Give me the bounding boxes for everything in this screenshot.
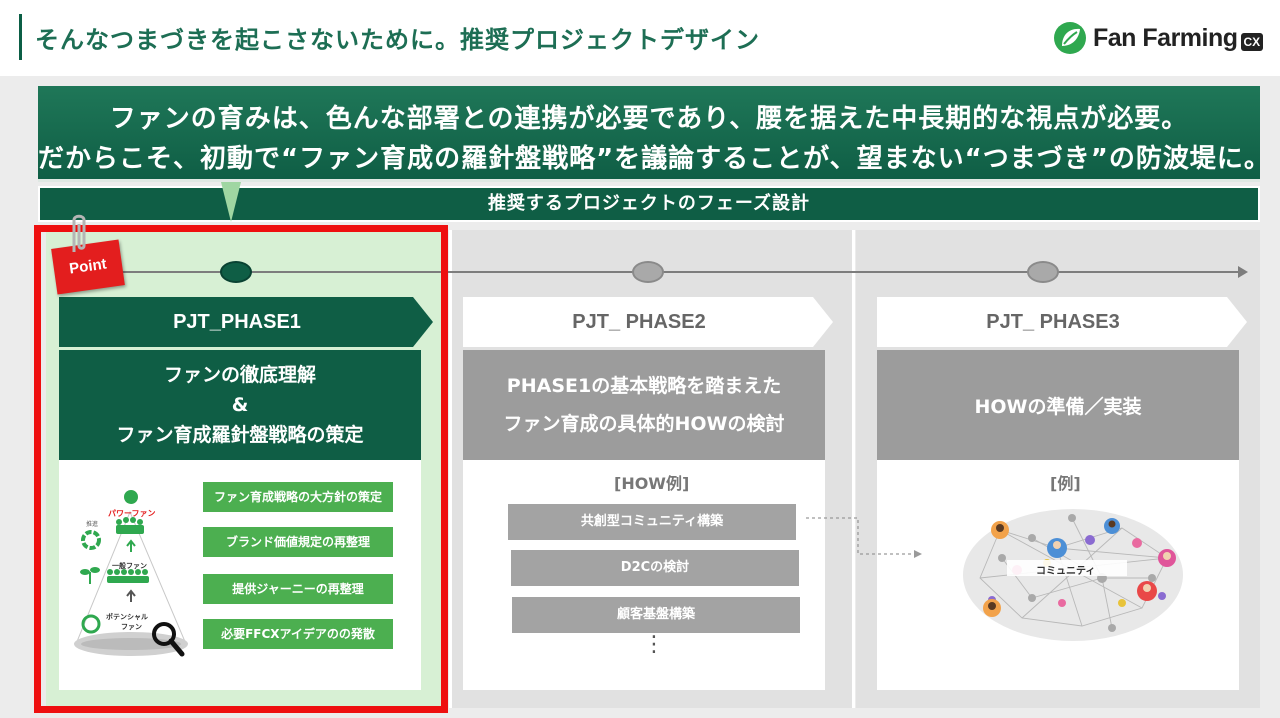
fan-pyramid-illustration (74, 490, 188, 657)
chevron-shape (463, 297, 833, 347)
timeline-node-phase3 (1027, 261, 1059, 283)
timeline-line (110, 271, 1244, 273)
header: そんなつまづきを起こさないために。推奨プロジェクトデザイン Fan Farmin… (0, 0, 1280, 76)
person-avatar-icon (983, 599, 1001, 617)
heading-line: HOWの準備／実装 (974, 395, 1142, 418)
banner-pointer (221, 182, 241, 222)
phase1-item: 提供ジャーニーの再整理 (203, 574, 393, 604)
phase1-name: PJT_PHASE1 (173, 311, 301, 333)
phase2-heading: PHASE1の基本戦略を踏まえた ファン育成の具体的HOWの検討 (463, 350, 825, 460)
phase3-name: PJT_ PHASE3 (986, 311, 1120, 333)
pyramid-bottom-label: ポテンシャル (106, 613, 148, 621)
message-banner: ファンの育みは、色んな部署との連携が必要であり、腰を据えた中長期的な視点が必要。… (38, 86, 1271, 182)
logo-wordmark: Fan Farming (1093, 23, 1238, 52)
phase1-item: ファン育成戦略の大方針の策定 (203, 482, 393, 512)
person-avatar-icon (1104, 518, 1120, 534)
heading-line: ファン育成の具体的HOWの検討 (503, 413, 785, 435)
chevron-shape (877, 297, 1247, 347)
people-icon (116, 517, 144, 534)
pyramid-top-small-label: 推進 (86, 521, 99, 528)
phase1-item: ブランド価値規定の再整理 (203, 527, 393, 557)
heading-line: ファンの徹底理解 (163, 364, 316, 386)
timeline-arrow-icon (1238, 266, 1248, 278)
heading-line: PHASE1の基本戦略を踏まえた (506, 375, 782, 397)
community-network-illustration (963, 509, 1183, 641)
people-icon (107, 569, 149, 583)
brand-logo: Fan Farming CX (1052, 18, 1264, 58)
phase1-heading: ファンの徹底理解 & ファン育成羅針盤戦略の策定 (59, 350, 421, 460)
person-avatar-icon (991, 521, 1009, 539)
logo-badge: CX (1240, 33, 1264, 51)
column-divider (852, 230, 855, 708)
phase2-chevron: PJT_ PHASE2 (463, 297, 833, 347)
chevron-shape (59, 297, 433, 347)
phase3-heading: HOWの準備／実装 (877, 350, 1239, 460)
up-arrow-icon (126, 589, 136, 602)
sprout-icon (80, 567, 100, 584)
leaf-logo-icon (124, 490, 138, 504)
community-label: コミュニティ (1036, 566, 1096, 577)
phase3-chevron: PJT_ PHASE3 (877, 297, 1247, 347)
magnifier-icon (152, 622, 176, 646)
phase2-item: D2Cの検討 (511, 550, 799, 586)
leaf-logo-icon (1054, 22, 1086, 54)
phase2-item: 顧客基盤構築 (512, 597, 800, 633)
dotted-connector-arrow (806, 517, 922, 558)
paperclip-icon (72, 214, 86, 252)
pyramid-mid-label: 一般ファン (112, 562, 147, 570)
pyramid-bottom-label: ファン (121, 623, 142, 631)
timeline-node-phase1 (220, 261, 252, 283)
person-avatar-icon (1137, 581, 1157, 601)
page-title: そんなつまづきを起こさないために。推奨プロジェクトデザイン (35, 26, 760, 54)
phase-design-heading: 推奨するプロジェクトのフェーズ設計 (38, 186, 1260, 222)
person-avatar-icon (1158, 549, 1176, 567)
heading-line: ファン育成羅針盤戦略の策定 (116, 424, 364, 446)
title-accent-bar (19, 14, 22, 60)
phase2-example-label: [HOW例] (614, 474, 690, 493)
timeline-node-phase2 (632, 261, 664, 283)
phase3-example-label: [例] (1050, 474, 1081, 493)
banner-line-1: ファンの育みは、色んな部署との連携が必要であり、腰を据えた中長期的な視点が必要。 (109, 104, 1189, 134)
phase2-item: 共創型コミュニティ構築 (508, 504, 796, 540)
column-divider (449, 230, 452, 708)
cycle-icon (81, 530, 101, 550)
ring-icon (81, 614, 101, 634)
phase2-name: PJT_ PHASE2 (572, 311, 706, 333)
phase1-item: 必要FFCXアイデアのの発散 (203, 619, 393, 649)
heading-line: & (231, 394, 249, 416)
more-items-icon: ⋮ (643, 632, 665, 657)
person-avatar-icon (1047, 538, 1067, 558)
up-arrow-icon (126, 539, 136, 552)
pyramid-top-label: パワーファン (108, 509, 156, 518)
phase1-chevron: PJT_PHASE1 (59, 297, 433, 347)
banner-line-2: だからこそ、初動で“ファン育成の羅針盤戦略”を議論することが、望まない“つまづき… (38, 144, 1271, 174)
